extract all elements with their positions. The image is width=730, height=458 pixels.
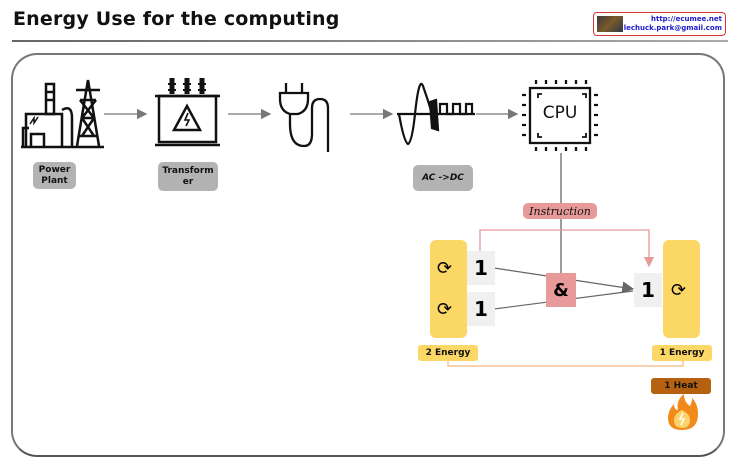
energy-cycle-icon: ⟳ xyxy=(437,299,453,320)
author-email[interactable]: lechuck.park@gmail.com xyxy=(623,24,722,32)
energy-cycle-icon: ⟳ xyxy=(437,258,453,279)
stage-label-transformer: Transform er xyxy=(158,162,218,191)
output-energy-bar xyxy=(663,240,700,338)
author-badge[interactable]: http://ecumee.net lechuck.park@gmail.com xyxy=(593,12,726,36)
input-energy-label: 2 Energy xyxy=(418,345,478,361)
transformer-icon xyxy=(155,78,220,147)
output-bit: 1 xyxy=(634,273,662,307)
stage-label-rectifier: AC ->DC xyxy=(413,165,473,191)
output-energy-label: 1 Energy xyxy=(652,345,712,361)
ac-dc-wave-icon xyxy=(397,82,475,146)
title-divider xyxy=(12,40,728,42)
page-title: Energy Use for the computing xyxy=(13,8,340,30)
and-gate: & xyxy=(546,273,576,307)
author-thumbnail xyxy=(597,16,623,32)
heat-label: 1 Heat xyxy=(651,378,711,394)
input-bit-1: 1 xyxy=(467,251,495,285)
flame-icon xyxy=(668,394,698,430)
diagram-frame xyxy=(11,53,725,457)
cpu-label: CPU xyxy=(542,103,578,123)
plug-icon xyxy=(278,83,330,152)
author-url[interactable]: http://ecumee.net xyxy=(650,15,722,23)
cpu-icon xyxy=(522,80,598,151)
input-energy-bar xyxy=(430,240,467,338)
stage-label-power-plant: Power Plant xyxy=(33,162,76,189)
instruction-tag: Instruction xyxy=(523,203,597,219)
energy-cycle-icon: ⟳ xyxy=(671,280,687,301)
input-bit-2: 1 xyxy=(467,292,495,326)
power-plant-icon xyxy=(21,79,104,149)
